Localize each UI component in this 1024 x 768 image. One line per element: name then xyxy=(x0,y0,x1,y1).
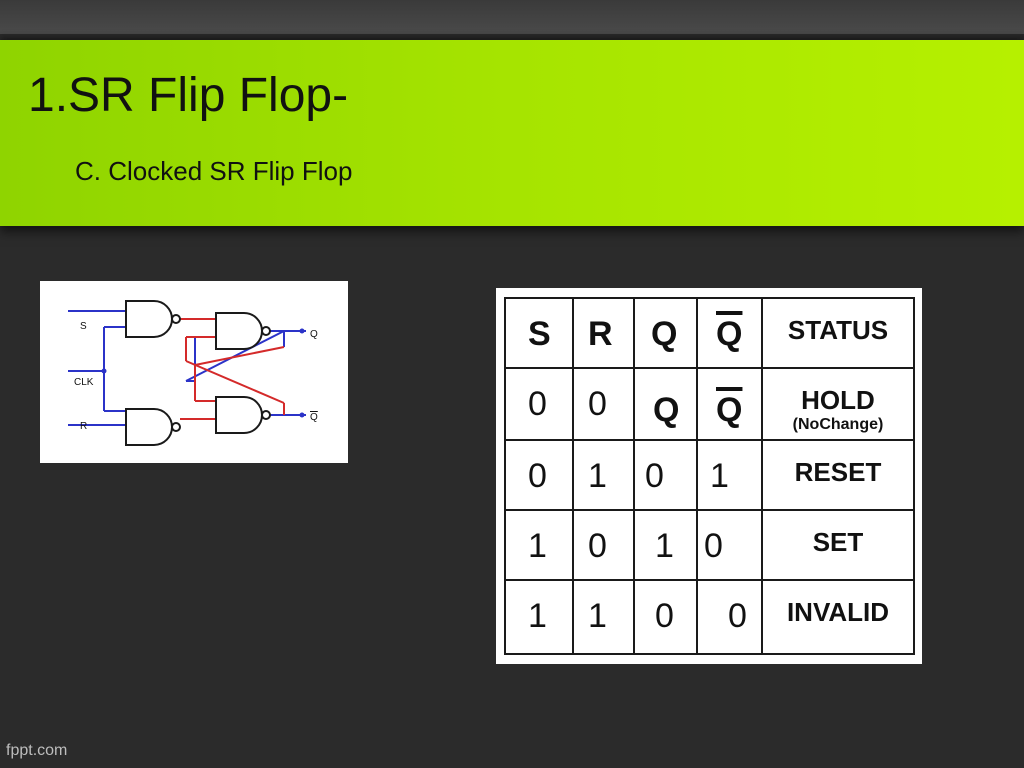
slide-subtitle: C. Clocked SR Flip Flop xyxy=(75,156,353,186)
header-q: Q xyxy=(651,315,678,353)
truth-table-panel: S R Q Q STATUS 0 0 Q Q HOLD (NoChange) 0… xyxy=(496,288,922,664)
cell-s: 1 xyxy=(528,596,547,635)
cell-r: 1 xyxy=(588,596,607,635)
label-qbar: Q xyxy=(310,412,318,423)
circuit-svg: S CLK R Q Q xyxy=(68,300,318,446)
cell-qbar: 0 xyxy=(704,526,723,565)
cell-q: 0 xyxy=(655,596,674,635)
cell-qbar: Q xyxy=(716,390,743,429)
cell-q: 0 xyxy=(645,456,664,495)
cell-status: RESET xyxy=(794,456,882,487)
cell-qbar: 1 xyxy=(710,456,729,495)
cell-s: 0 xyxy=(528,384,547,423)
header-status: STATUS xyxy=(787,315,889,345)
table-row: 0 1 0 1 RESET xyxy=(504,438,915,511)
title-banner xyxy=(0,40,1024,226)
label-s: S xyxy=(80,321,87,332)
table-header-row: S R Q Q STATUS xyxy=(504,297,915,369)
label-clk: CLK xyxy=(74,377,94,388)
cell-s: 0 xyxy=(528,456,547,495)
table-row: 1 0 1 0 SET xyxy=(504,508,915,581)
table-row: 0 0 Q Q HOLD (NoChange) xyxy=(504,366,915,441)
cell-status-note: (NoChange) xyxy=(792,415,884,433)
truth-table: S R Q Q STATUS 0 0 Q Q HOLD (NoChange) 0… xyxy=(504,297,915,656)
cell-r: 0 xyxy=(588,526,607,565)
slide-title: 1.SR Flip Flop- xyxy=(28,69,349,122)
top-strip xyxy=(0,0,1024,34)
cell-s: 1 xyxy=(528,526,547,565)
nand-gates xyxy=(125,300,271,446)
cell-status: HOLD xyxy=(801,384,875,415)
cell-q: 1 xyxy=(655,526,674,565)
label-q: Q xyxy=(310,329,318,340)
cell-r: 0 xyxy=(588,384,607,423)
table-row: 1 1 0 0 INVALID xyxy=(504,578,915,656)
header-s: S xyxy=(528,315,551,353)
cell-status: SET xyxy=(812,526,864,557)
cell-r: 1 xyxy=(588,456,607,495)
cell-q: Q xyxy=(653,390,680,429)
cell-status: INVALID xyxy=(786,596,890,627)
footer-brand: fppt.com xyxy=(6,742,68,759)
header-qbar: Q xyxy=(716,315,743,353)
label-r: R xyxy=(80,421,87,432)
input-wires xyxy=(68,310,306,426)
circuit-diagram: S CLK R Q Q xyxy=(40,281,348,463)
cell-qbar: 0 xyxy=(728,596,747,635)
feedback-wires xyxy=(180,318,285,420)
header-r: R xyxy=(588,315,613,353)
